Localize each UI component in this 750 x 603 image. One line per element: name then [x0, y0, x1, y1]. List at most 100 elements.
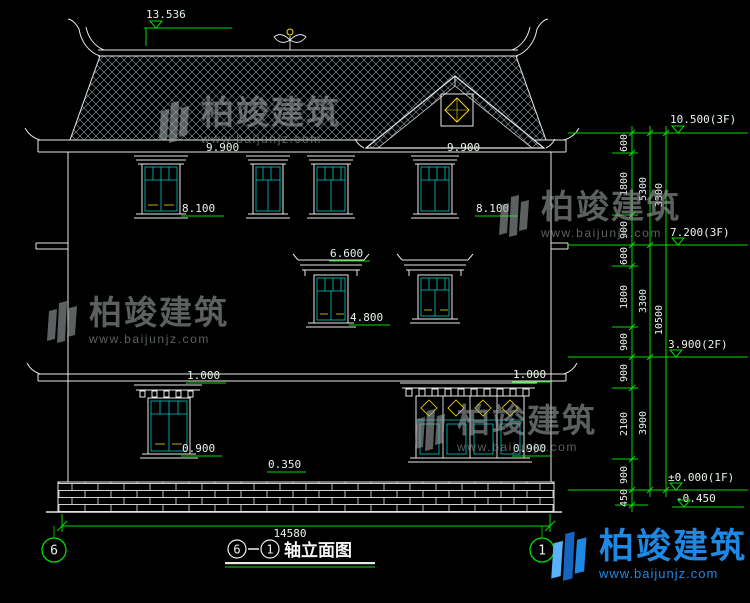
- window-lattice: [317, 167, 345, 211]
- svg-text:900: 900: [619, 221, 630, 239]
- label-canopy1f-left: 1.000: [187, 369, 220, 382]
- label-plinth-top: 0.350: [268, 458, 301, 471]
- svg-text:2100: 2100: [619, 412, 630, 436]
- svg-text:900: 900: [619, 466, 630, 484]
- label-win1f-right: 0.900: [513, 442, 546, 455]
- ridge-lines: [98, 49, 518, 57]
- facade-label-underlines: [181, 215, 552, 473]
- canopy-1f-right: [400, 382, 537, 397]
- canopy-2f-left: [292, 253, 370, 276]
- svg-text:3300: 3300: [638, 289, 649, 313]
- level-triangle-icon: [668, 482, 684, 491]
- svg-text:900: 900: [619, 364, 630, 382]
- axis-number: 1: [538, 544, 546, 559]
- window-sill: [140, 453, 198, 459]
- axis-number: 6: [50, 544, 58, 559]
- window-sill: [134, 213, 188, 219]
- canopy-tips-icon: [292, 253, 370, 261]
- eave-tips-icon: [24, 127, 580, 141]
- window-3f-2: [246, 155, 290, 219]
- window-sill: [246, 213, 290, 219]
- window-cornice: [307, 155, 355, 165]
- level-markers: 10.500(3F) 7.200(3F) 3.900(2F) ±0.000(1F…: [664, 113, 748, 508]
- dim-ticks: [56, 520, 556, 532]
- window-lattice: [317, 278, 345, 320]
- canopy-brackets: [408, 270, 462, 276]
- axis-bubble-left: 6: [41, 526, 67, 563]
- window-3f-4: [411, 155, 459, 219]
- svg-text:600: 600: [619, 247, 630, 265]
- brand-name: 柏竣建筑: [599, 526, 748, 566]
- eave-fascia: [37, 139, 567, 153]
- level-triangle-icon: [148, 20, 164, 29]
- level-triangle-icon: [676, 499, 692, 508]
- canopy-tips-icon: [396, 253, 474, 261]
- level-triangle-icon: [670, 125, 686, 134]
- svg-text:5300: 5300: [638, 177, 649, 201]
- label-level-1f: ±0.000(1F): [668, 471, 734, 484]
- title-axis-circle-to: [260, 539, 280, 559]
- baijun-logo-icon: [551, 531, 587, 581]
- label-win1f-left: 0.900: [182, 442, 215, 455]
- label-level-2f: 3.900(2F): [668, 338, 728, 351]
- label-level-3f-top: 10.500(3F): [670, 113, 736, 126]
- label-ridge: 13.536: [146, 8, 186, 21]
- gable-eave-tips-icon: [354, 138, 556, 149]
- window-lattice: [421, 167, 449, 211]
- label-canopy2f: 6.600: [330, 247, 363, 260]
- label-win2f-sill: 4.800: [350, 311, 383, 324]
- label-level-3f: 7.200(3F): [670, 226, 730, 239]
- title-text: 轴立面图: [284, 540, 352, 560]
- ridge-center-ornament-icon: [273, 28, 307, 50]
- window-sill: [411, 213, 459, 219]
- window-lattice: [151, 401, 187, 451]
- label-total-width: 14580: [273, 527, 306, 540]
- label-eave-right: 9.900: [447, 141, 480, 154]
- window-1f-1: [140, 397, 198, 459]
- gable: [354, 75, 556, 149]
- title-axis-circle-from: [227, 539, 247, 559]
- svg-text:3900: 3900: [638, 411, 649, 435]
- label-win3f-left: 8.100: [182, 202, 215, 215]
- chain-lines: [568, 126, 670, 512]
- title-underline: [225, 562, 375, 565]
- chain-subtotal-labels: 5300 3300 3900 3300 10500: [638, 177, 665, 435]
- canopy-1f-left: [134, 384, 202, 398]
- window-sill: [306, 322, 356, 328]
- level-triangle-icon: [670, 237, 686, 246]
- floor-band: [26, 362, 578, 382]
- svg-text:600: 600: [619, 134, 630, 152]
- bottom-dimension: 14580: [56, 514, 556, 540]
- left-side-trim: [35, 242, 68, 250]
- svg-text:1: 1: [266, 543, 273, 557]
- window-3f-3: [307, 155, 355, 219]
- canopy-brackets: [304, 270, 358, 276]
- plinth-brick-band: [57, 481, 555, 513]
- window-lattice: [256, 167, 280, 211]
- svg-text:3300: 3300: [654, 183, 665, 207]
- svg-text:6: 6: [233, 543, 240, 557]
- window-sill: [410, 318, 460, 324]
- ridge-elevation-marker: 13.536: [144, 8, 232, 46]
- facade-labels: 9.900 9.900 8.100 8.100 6.600 4.800 1.00…: [182, 141, 546, 471]
- svg-text:900: 900: [619, 333, 630, 351]
- window-lattice: [145, 167, 177, 211]
- window-2f-2: [410, 274, 460, 324]
- svg-text:450: 450: [619, 489, 630, 507]
- right-dimension-chain: 600 1800 900 600 1800 900 900 2100 900 4…: [568, 113, 748, 512]
- canopy-2f-right: [396, 253, 474, 276]
- band-tips-icon: [26, 362, 578, 375]
- svg-text:1800: 1800: [619, 172, 630, 196]
- window-sill: [307, 213, 355, 219]
- drawing-title: 6 1 轴立面图: [225, 539, 375, 568]
- ridge-end-left-icon: [67, 18, 105, 57]
- svg-text:10500: 10500: [654, 305, 665, 335]
- window-sill: [408, 457, 532, 463]
- ridge-end-right-icon: [511, 18, 549, 57]
- brand-url: www.baijunjz.com: [599, 566, 719, 582]
- window-cornice: [411, 155, 459, 165]
- gable-ornament-icon: [440, 93, 474, 127]
- svg-text:1800: 1800: [619, 285, 630, 309]
